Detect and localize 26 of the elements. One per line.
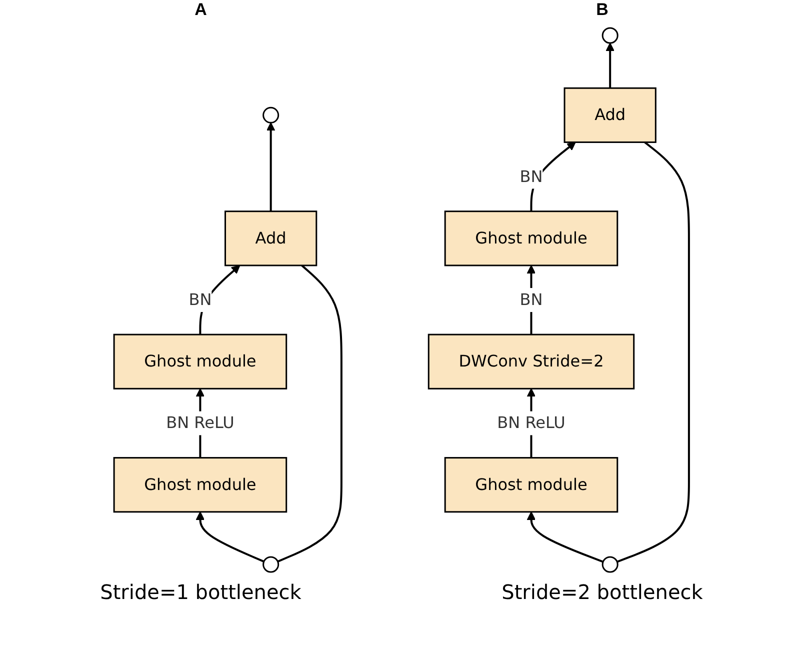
panel-letter: A: [194, 0, 207, 20]
arrow: [606, 42, 614, 88]
edge-label: BN ReLU: [166, 413, 234, 432]
arrow: [196, 511, 264, 562]
node-circle: [262, 556, 280, 573]
node-box: Add: [564, 87, 656, 143]
arrow: [266, 122, 276, 212]
node-circle: [602, 27, 618, 44]
caption: Stride=1 bottleneck: [100, 580, 302, 604]
edge-label: BN: [520, 290, 543, 310]
node-box: Ghost module: [113, 457, 288, 513]
connector: [616, 141, 690, 563]
edge-label: BN: [520, 166, 543, 186]
panel-letter: B: [596, 0, 608, 20]
edge-label: BN ReLU: [497, 413, 566, 432]
caption: Stride=2 bottleneck: [502, 580, 703, 604]
edge-label: BN: [188, 290, 212, 310]
node-box: Ghost module: [113, 334, 288, 390]
connector: [277, 264, 342, 562]
node-box: Add: [224, 210, 318, 266]
node-circle: [602, 556, 618, 573]
node-box: DWConv Stride=2: [428, 334, 635, 390]
node-box: Ghost module: [444, 457, 618, 513]
arrow: [526, 511, 604, 563]
node-circle: [262, 106, 280, 124]
node-box: Ghost module: [444, 210, 618, 266]
